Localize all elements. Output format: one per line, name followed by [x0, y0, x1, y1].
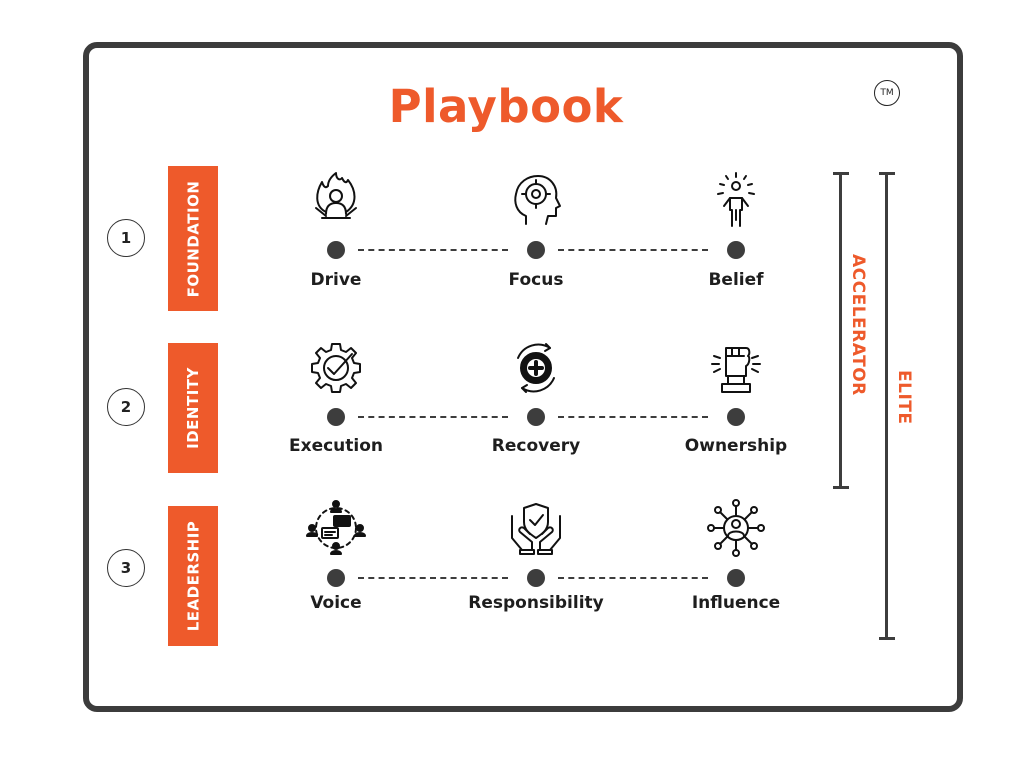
playbook-frame — [83, 42, 963, 712]
row-number-2: 2 — [107, 388, 145, 426]
node-influence — [727, 569, 745, 587]
connector-dash — [358, 416, 508, 418]
page-title: Playbook — [388, 80, 624, 133]
label-belief: Belief — [708, 270, 764, 290]
tag-label: LEADERSHIP — [184, 520, 202, 632]
elite-label: ELITE — [894, 370, 914, 425]
label-voice: Voice — [310, 593, 362, 613]
label-drive: Drive — [310, 270, 362, 290]
connector-dash — [358, 577, 508, 579]
node-focus — [527, 241, 545, 259]
team-communication-icon — [306, 498, 366, 558]
accelerator-bracket-bottom — [833, 486, 849, 489]
health-cycle-icon — [506, 338, 566, 398]
row-number-3: 3 — [107, 549, 145, 587]
elite-bracket-line — [885, 172, 888, 640]
network-person-icon — [706, 498, 766, 558]
tag-foundation: FOUNDATION — [168, 166, 218, 311]
node-execution — [327, 408, 345, 426]
node-responsibility — [527, 569, 545, 587]
node-belief — [727, 241, 745, 259]
label-ownership: Ownership — [684, 436, 788, 456]
label-focus: Focus — [508, 270, 564, 290]
label-execution: Execution — [288, 436, 384, 456]
label-recovery: Recovery — [491, 436, 581, 456]
node-recovery — [527, 408, 545, 426]
label-influence: Influence — [691, 593, 781, 613]
tag-label: FOUNDATION — [184, 180, 202, 297]
tag-label: IDENTITY — [184, 367, 202, 449]
elite-bracket-bottom — [879, 637, 895, 640]
label-responsibility: Responsibility — [468, 593, 604, 613]
trademark-badge: TM — [874, 80, 900, 106]
accelerator-bracket-line — [839, 172, 842, 489]
row-number-1: 1 — [107, 219, 145, 257]
connector-dash — [358, 249, 508, 251]
connector-dash — [558, 249, 708, 251]
gear-check-icon — [306, 338, 366, 398]
tag-leadership: LEADERSHIP — [168, 506, 218, 646]
node-drive — [327, 241, 345, 259]
raised-fist-icon — [706, 338, 766, 398]
node-voice — [327, 569, 345, 587]
flaming-head-icon — [306, 170, 366, 230]
tag-identity: IDENTITY — [168, 343, 218, 473]
node-ownership — [727, 408, 745, 426]
hands-shield-icon — [506, 498, 566, 558]
focused-mind-icon — [506, 170, 566, 230]
accelerator-label: ACCELERATOR — [848, 254, 868, 396]
connector-dash — [558, 416, 708, 418]
connector-dash — [558, 577, 708, 579]
radiant-person-icon — [706, 170, 766, 230]
